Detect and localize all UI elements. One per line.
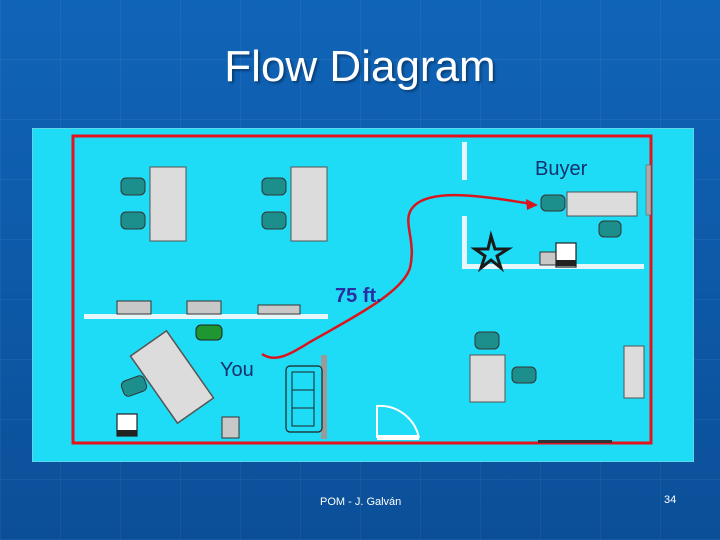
desk-top-left-1 (149, 166, 187, 242)
chair (511, 366, 537, 384)
buyer-label: Buyer (535, 158, 588, 180)
star-icon (470, 230, 514, 273)
file-cabinet (221, 416, 240, 439)
file-cabinet (186, 300, 222, 315)
chair (261, 211, 287, 230)
partition-right-wall-door (645, 164, 652, 216)
desk-right-middle (469, 354, 506, 403)
desk-right-wall (623, 345, 645, 399)
desk-top-left-2 (290, 166, 328, 242)
slide-footer: POM - J. Galván (320, 496, 402, 508)
door-swing-arc (376, 404, 420, 439)
distance-label: 75 ft. (335, 285, 382, 307)
couch-cushion (291, 407, 315, 427)
buyer-keyboard (556, 260, 576, 266)
chair (120, 211, 146, 230)
plant-icon (195, 324, 223, 341)
visitor-chair (598, 220, 622, 238)
couch-cushion (291, 389, 315, 409)
floor-plan: Buyer You 75 ft. (32, 128, 694, 462)
door-threshold (377, 435, 419, 440)
flow-arrowhead (526, 199, 538, 210)
chair (120, 177, 146, 196)
buyer-desk (566, 191, 638, 217)
you-label: You (220, 359, 254, 381)
couch-cushion (291, 371, 315, 391)
partition-buyer-office-vertical (462, 216, 467, 266)
chair (120, 375, 148, 397)
angled-desk (129, 329, 215, 425)
file-cabinet (257, 304, 301, 315)
partition-bottom-right (538, 440, 612, 443)
chair (261, 177, 287, 196)
outer-wall (71, 134, 653, 445)
keyboard (117, 430, 137, 436)
chair (474, 331, 500, 350)
partition-vertical-center (321, 355, 327, 439)
slide-number: 34 (664, 494, 677, 506)
flow-path (261, 193, 533, 359)
partition-buyer-office-horizontal (462, 264, 644, 269)
partition-top-left-of-buyer (462, 142, 467, 180)
file-cabinet (116, 300, 152, 315)
buyer-chair (540, 194, 566, 212)
slide-title: Flow Diagram (224, 42, 496, 91)
partition-middle-left (84, 314, 328, 319)
